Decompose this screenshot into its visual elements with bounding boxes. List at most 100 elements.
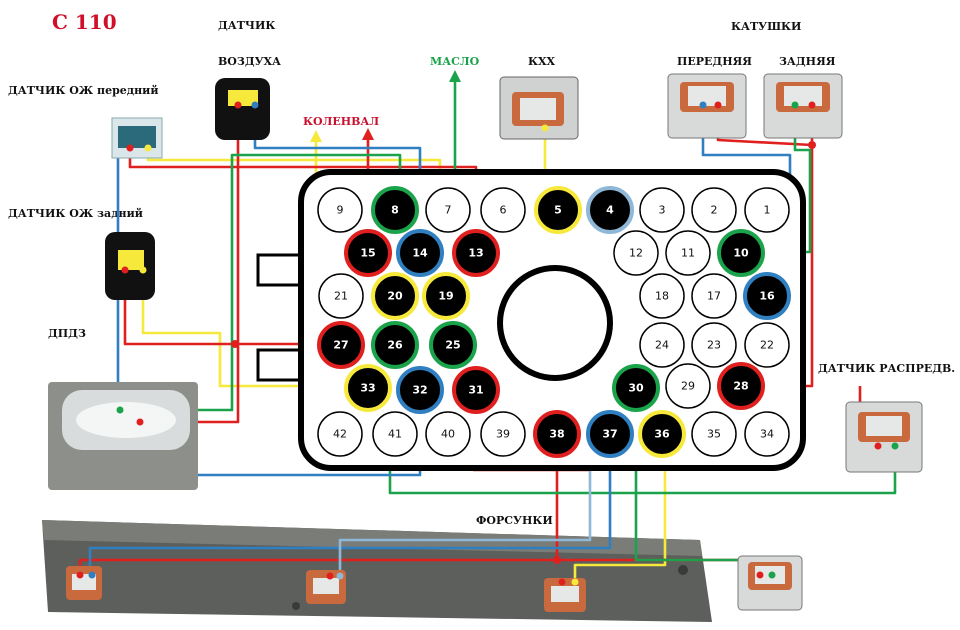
pin-27: 27 <box>317 321 365 369</box>
pin-25: 25 <box>429 321 477 369</box>
pin-number: 41 <box>388 428 402 441</box>
pin-2: 2 <box>691 187 737 233</box>
pin-number: 12 <box>629 247 643 260</box>
ecu-connector: 1234567891011121314151617181920212223242… <box>256 169 806 471</box>
arrow-yellow <box>310 130 322 142</box>
pin-number: 4 <box>606 204 614 217</box>
pin-16: 16 <box>743 272 791 320</box>
pin-20: 20 <box>371 272 419 320</box>
pin-circle <box>480 411 526 457</box>
pin-8: 8 <box>371 186 419 234</box>
pin-circle <box>396 366 444 414</box>
pin-number: 28 <box>733 380 748 393</box>
pin-number: 38 <box>549 428 564 441</box>
pin-circle <box>429 321 477 369</box>
pin-number: 34 <box>760 428 774 441</box>
pin-number: 14 <box>412 247 428 260</box>
connector-injector-4 <box>737 555 803 611</box>
pin-number: 18 <box>655 290 669 303</box>
pin-number: 36 <box>654 428 670 441</box>
arrow-crank <box>362 128 374 140</box>
arrows <box>310 70 461 142</box>
junctions <box>231 141 816 564</box>
label-coils: КАТУШКИ <box>731 20 801 33</box>
connector-coil-front <box>667 73 747 139</box>
pin-number: 15 <box>360 247 375 260</box>
pin-number: 25 <box>445 339 460 352</box>
pin-number: 5 <box>554 204 562 217</box>
pin-36: 36 <box>638 410 686 458</box>
pin-41: 41 <box>372 411 418 457</box>
pin-number: 33 <box>360 382 375 395</box>
pin-circle <box>586 410 634 458</box>
pin-number: 27 <box>333 339 348 352</box>
connector-air-sensor <box>215 78 270 140</box>
label-coil-rear: ЗАДНЯЯ <box>779 55 836 68</box>
pin-number: 29 <box>681 380 695 393</box>
pin-number: 30 <box>628 382 644 395</box>
pin-37: 37 <box>586 410 634 458</box>
pin-circle <box>371 321 419 369</box>
pin-32: 32 <box>396 366 444 414</box>
pin-circle <box>638 410 686 458</box>
pin-circle <box>665 363 711 409</box>
pin-circle <box>452 366 500 414</box>
pin-number: 22 <box>760 339 774 352</box>
pin-circle <box>422 272 470 320</box>
pin-circle <box>318 273 364 319</box>
pin-number: 6 <box>500 204 507 217</box>
pin-circle <box>586 186 634 234</box>
connector-distributor <box>845 401 923 473</box>
pin-circle <box>372 411 418 457</box>
pin-17: 17 <box>691 273 737 319</box>
pin-number: 32 <box>412 384 427 397</box>
pin-number: 9 <box>337 204 344 217</box>
pin-number: 26 <box>387 339 403 352</box>
pin-circle <box>425 187 471 233</box>
pin-circle <box>452 229 500 277</box>
label-injectors: ФОРСУНКИ <box>476 514 553 527</box>
pin-29: 29 <box>665 363 711 409</box>
injector-rail <box>42 520 712 622</box>
pin-6: 6 <box>480 187 526 233</box>
pin-38: 38 <box>533 410 581 458</box>
pin-22: 22 <box>744 322 790 368</box>
pin-12: 12 <box>613 230 659 276</box>
pin-number: 2 <box>711 204 718 217</box>
pin-circle <box>371 186 419 234</box>
pin-circle <box>717 229 765 277</box>
pin-number: 40 <box>441 428 455 441</box>
pin-number: 13 <box>468 247 483 260</box>
connector-tps <box>48 382 198 490</box>
pin-circle <box>612 364 660 412</box>
pin-circle <box>743 272 791 320</box>
pin-circle <box>534 186 582 234</box>
connector-coolant-front <box>111 117 163 159</box>
pin-circle <box>691 322 737 368</box>
wire-yellow-tps <box>141 270 366 388</box>
pin-42: 42 <box>317 411 363 457</box>
pin-11: 11 <box>665 230 711 276</box>
pin-number: 7 <box>445 204 452 217</box>
pin-number: 23 <box>707 339 721 352</box>
pin-circle <box>344 229 392 277</box>
label-coolant-rear: ДАТЧИК ОЖ задний <box>8 207 143 220</box>
pin-19: 19 <box>422 272 470 320</box>
pin-24: 24 <box>639 322 685 368</box>
pin-14: 14 <box>396 229 444 277</box>
pin-circle <box>317 411 363 457</box>
junction-tps <box>231 340 239 348</box>
pin-31: 31 <box>452 366 500 414</box>
pin-33: 33 <box>344 364 392 412</box>
pin-number: 37 <box>602 428 617 441</box>
label-tps: ДПДЗ <box>48 327 86 340</box>
pin-7: 7 <box>425 187 471 233</box>
pin-circle <box>639 273 685 319</box>
pin-circle <box>744 187 790 233</box>
pin-1: 1 <box>744 187 790 233</box>
pin-number: 17 <box>707 290 721 303</box>
pin-10: 10 <box>717 229 765 277</box>
pin-13: 13 <box>452 229 500 277</box>
connector-coil-rear <box>763 73 843 139</box>
pin-circle <box>639 322 685 368</box>
